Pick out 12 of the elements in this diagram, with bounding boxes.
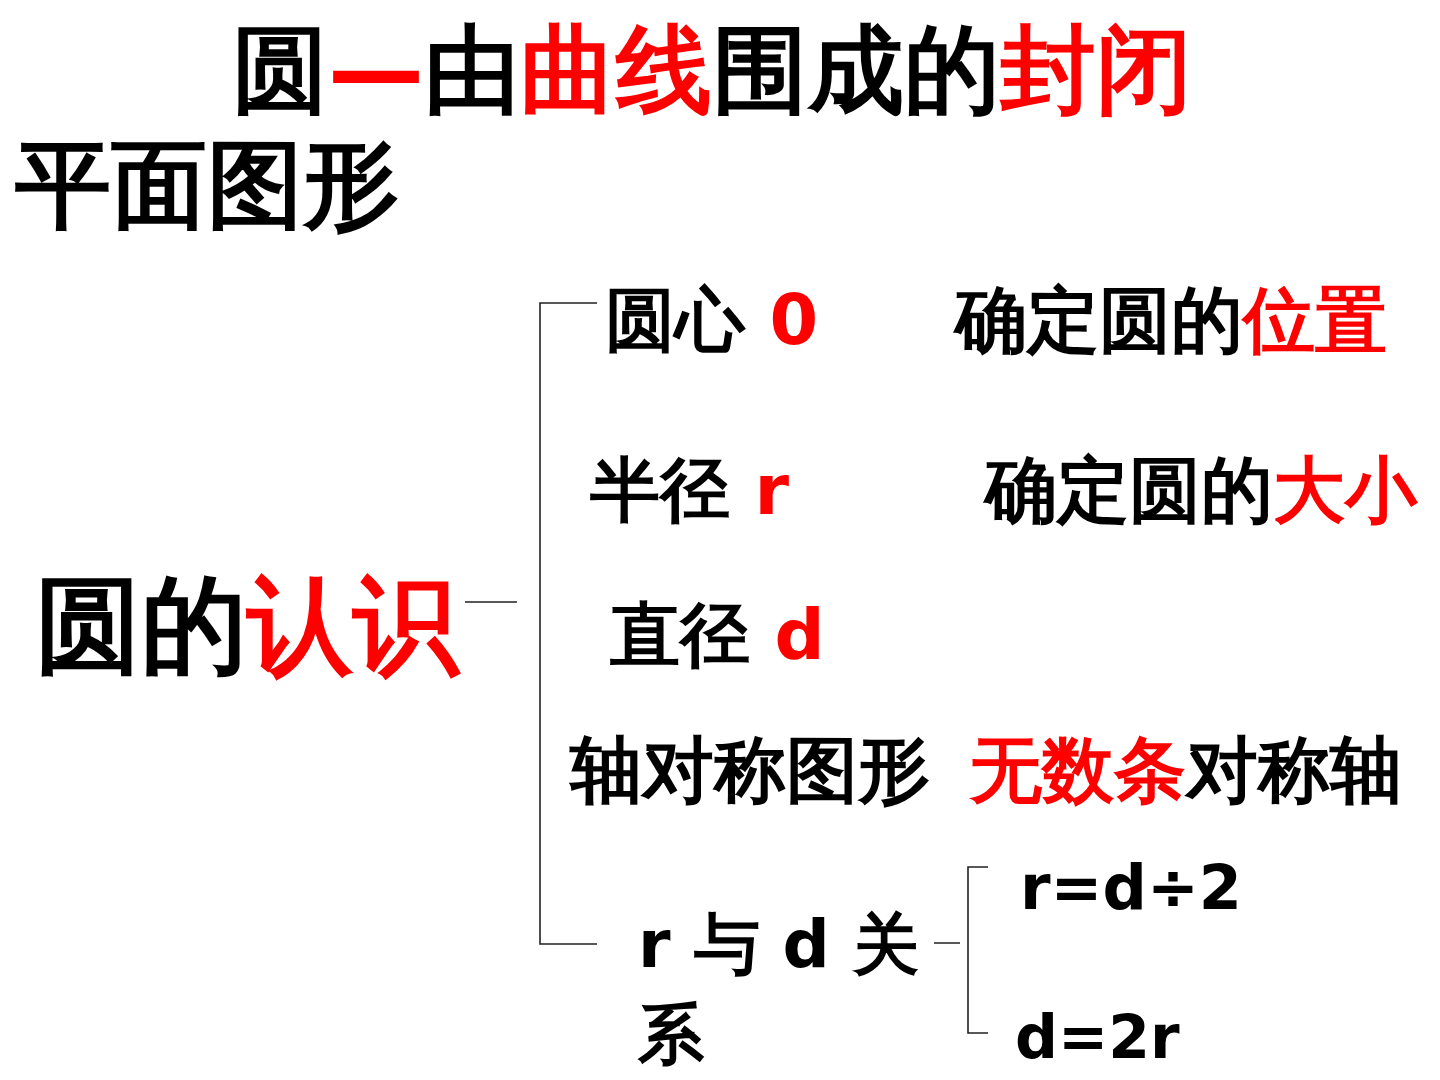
branch-label: 半径 r [590,448,789,532]
topic-label: 圆的认识 [35,561,459,689]
side-note: 确定圆的大小 [985,447,1417,533]
branch-label: r 与 d 关系 [638,900,928,1080]
branch-label: 轴对称图形 [570,727,930,813]
title: 圆—由曲线围成的封闭平面图形 [15,13,1193,243]
branch-label: 直径 d [610,593,825,677]
branch-label: 圆心 0 [605,278,819,362]
formula: r=d÷2 [1020,851,1242,925]
side-note: 确定圆的位置 [955,277,1387,363]
formula: d=2r [1015,1001,1180,1073]
side-note: 无数条对称轴 [970,727,1402,813]
